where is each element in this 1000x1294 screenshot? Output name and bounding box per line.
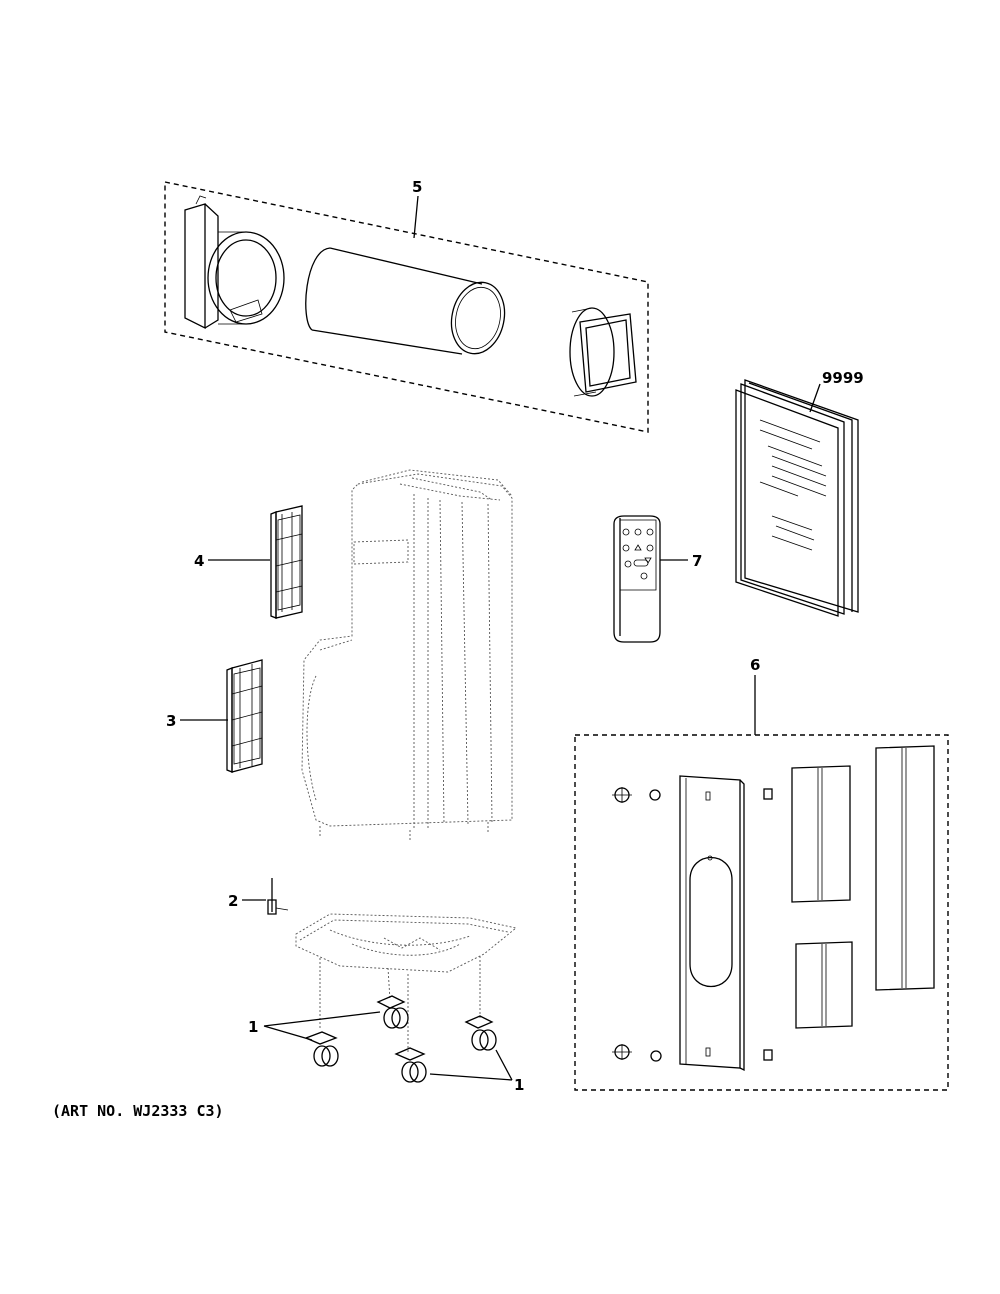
- hose-wall-adapter: [184, 195, 285, 330]
- callout-9999: 9999: [822, 369, 864, 387]
- exhaust-kit-boundary: [164, 181, 649, 433]
- callout-1a: 1: [248, 1018, 258, 1036]
- callout-7: 7: [692, 552, 702, 570]
- leader-lines: [180, 195, 821, 1081]
- caster-wheel: [376, 995, 409, 1029]
- window-kit-fasteners: [612, 787, 773, 1062]
- caster-wheel: [394, 1047, 427, 1083]
- leader-9999: [809, 383, 821, 413]
- exhaust-hose: [305, 247, 506, 355]
- callout-4: 4: [194, 552, 204, 570]
- leader-1a: [263, 1011, 381, 1041]
- remote-buttons: [622, 528, 654, 580]
- remote-control: [613, 515, 661, 643]
- art-number-label: (ART NO. WJ2333 C3): [52, 1102, 224, 1120]
- window-kit-extension-panel: [791, 765, 851, 903]
- callout-labels: 5 9999 4 7 6 3 2 1 1: [166, 178, 864, 1094]
- hose-window-adapter: [569, 307, 637, 397]
- caster-wheel: [464, 1015, 497, 1051]
- callout-2: 2: [228, 892, 238, 910]
- upper-filter: [270, 505, 303, 619]
- callout-6: 6: [750, 656, 760, 674]
- manual-text-lines: [759, 419, 827, 551]
- callout-3: 3: [166, 712, 176, 730]
- base-pan: [295, 913, 518, 1052]
- window-kit-center-panel: [679, 775, 745, 1072]
- lower-filter: [226, 659, 263, 773]
- exhaust-hose-kit: [164, 181, 649, 433]
- caster-wheels: [304, 995, 497, 1083]
- window-kit: [574, 734, 949, 1091]
- drain-plug: [267, 878, 289, 915]
- callout-5: 5: [412, 178, 422, 196]
- air-conditioner-unit: [301, 469, 513, 840]
- leader-1b: [429, 1049, 513, 1081]
- window-kit-extension-panel: [875, 745, 935, 991]
- window-kit-extension-panel: [795, 941, 853, 1029]
- caster-wheel: [304, 1031, 339, 1067]
- leader-5: [413, 195, 419, 239]
- window-kit-boundary: [574, 734, 949, 1091]
- owners-manual: [735, 379, 859, 617]
- callout-1b: 1: [514, 1076, 524, 1094]
